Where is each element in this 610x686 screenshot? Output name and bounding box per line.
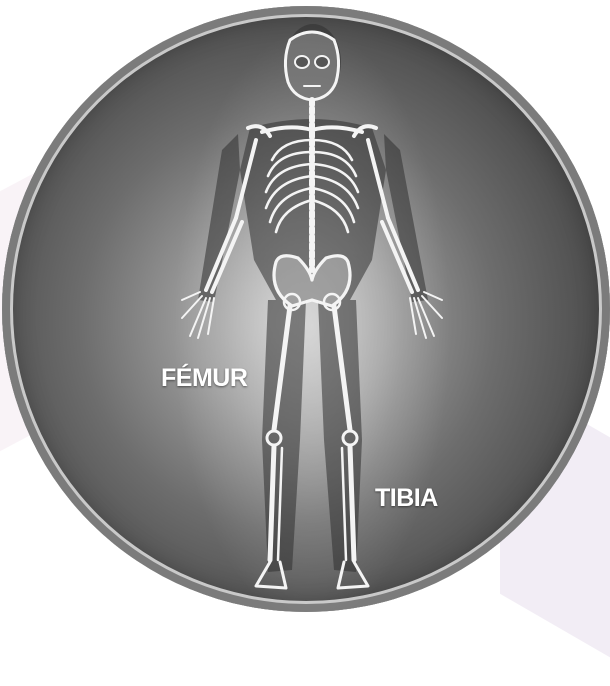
femur-label: FÉMUR — [161, 364, 247, 393]
skeleton-illustration — [0, 0, 610, 612]
skull — [285, 32, 338, 100]
tibia-label: TIBIA — [375, 484, 438, 513]
